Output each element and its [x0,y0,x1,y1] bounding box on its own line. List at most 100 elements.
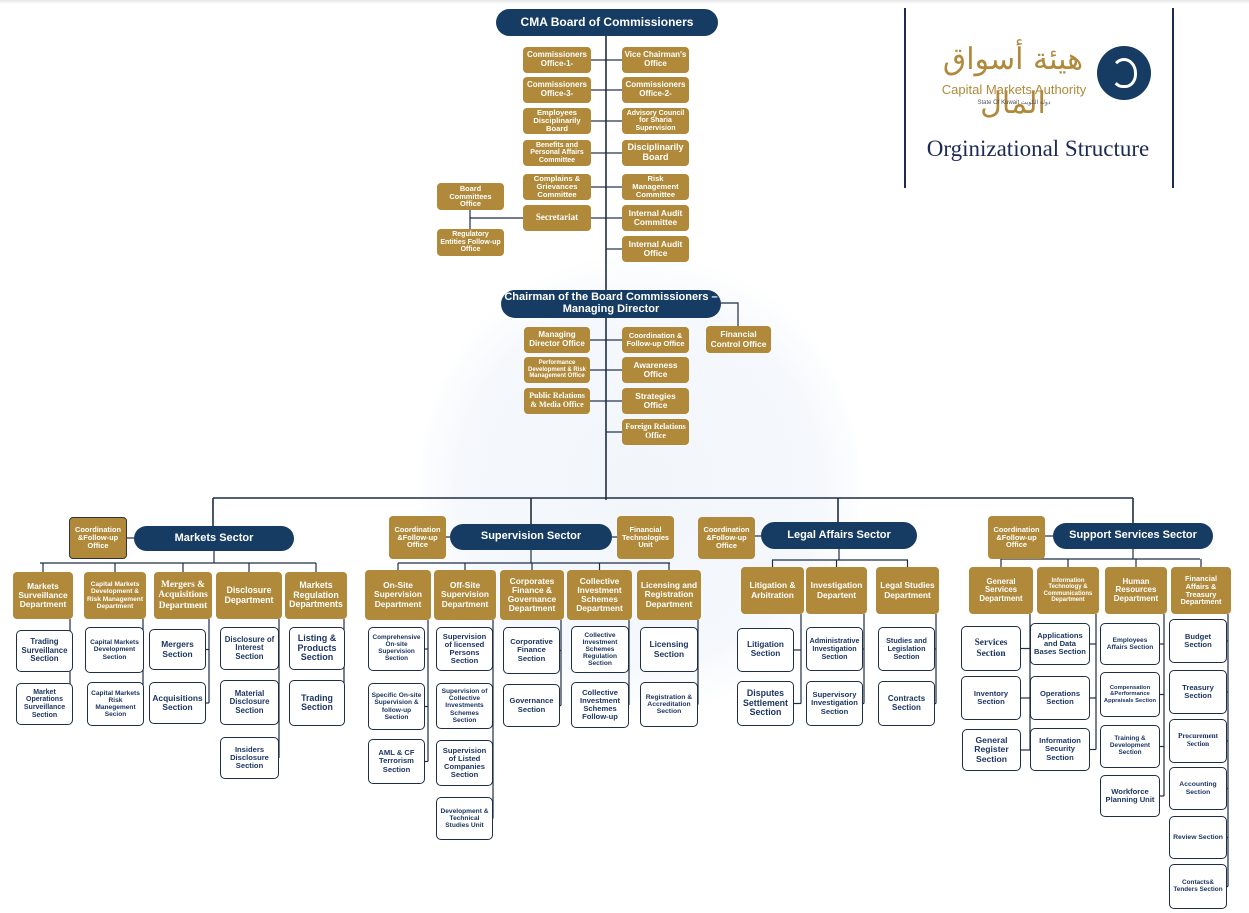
department-information-technology-communications-department: Information Technology & Communications … [1037,567,1099,614]
section-trading-surveillance-section: Trading Surveillance Section [16,630,73,672]
department-mergers-acquisitions-department: Mergers & Acquisitions Department [154,572,212,619]
section-contacts-tenders-section: Contacts& Tenders Section [1169,864,1227,909]
sector-1-side-financial-technologies-unit: Financial Technologies Unit [617,516,674,559]
board-title: CMA Board of Commissioners [496,9,718,36]
section-corporative-finance-section: Corporative Finance Section [503,627,560,674]
section-accounting-section: Accounting Section [1169,767,1227,810]
chairman-left-public-relations-media-office: Public Relations & Media Office [524,388,590,414]
page-title: Orginizational Structure [926,136,1150,161]
section-acquisitions-section: Acquisitions Section [149,682,206,724]
section-supervision-of-collective-investments-schemes-section: Supervision of Collective Investments Sc… [436,683,493,729]
section-workforce-planning-unit: Workforce Planning Unit [1100,775,1160,817]
section-disclosure-of-interest-section: Disclosure of Interest Section [220,627,279,670]
chairman-title: Chairman of the Board Commissioners – Ma… [501,290,721,318]
department-licensing-and-registration-department: Licensing and Registration Department [637,570,701,620]
department-human-resources-department: Human Resources Department [1105,567,1167,614]
chairman-right-strategies-office: Strategies Office [622,388,689,414]
department-investigation-departent: Investigation Departent [806,567,867,614]
connector [469,210,523,219]
board-left-commissioners-office-1: Commissioners Office-1- [523,47,591,73]
regulatory-entities-follow-up-office: Regulatory Entities Follow-up Office [437,229,504,256]
section-aml-cf-terrorism-section: AML & CF Terrorism Section [368,739,425,784]
section-material-disclosure-section: Material Disclosure Section [220,680,279,725]
section-supervision-of-licensed-persons-section: Supervision of licensed Persons Section [436,627,493,671]
sector-markets-sector: Markets Sector [134,526,294,551]
department-markets-regulation-departments: Markets Regulation Departments [285,572,347,619]
section-market-operations-surveillance-section: Market Operations Surveillance Section [16,683,73,725]
section-compensation-performance-appraisals-section: Compensation &Performance Appraisals Sec… [1100,672,1160,717]
board-right-internal-audit-office: Internal Audit Office [622,236,689,262]
chairman-left-performance-development-risk-management-office: Performance Development & Risk Managemen… [524,357,590,383]
chairman-right-awareness-office: Awareness Office [622,357,689,383]
section-mergers-section: Mergers Section [149,629,206,670]
chairman-left-managing-director-office: Managing Director Office [524,327,590,353]
department-off-site-supervision-department: Off-Site Supervision Department [434,570,496,620]
section-trading-section: Trading Section [289,680,345,726]
section-supervisory-investigation-section: Supervisory Investigation Section [806,681,863,726]
section-review-section: Review Section [1169,816,1227,859]
department-markets-surveillance-department: Markets Surveillance Department [13,572,73,619]
section-litigation-section: Litigation Section [737,628,794,672]
department-general-services-department: General Services Department [969,567,1033,614]
section-information-security-section: Information Security Section [1030,728,1090,771]
logo-divider-right [1172,8,1174,188]
section-registration-accreditation-section: Registration & Accreditation Section [640,682,698,727]
section-comprehensive-on-site-supervision-section: Comprehensive On-site Supervision Sectio… [368,627,425,671]
section-capital-markets-risk-manegement-secion: Capital Markets Risk Manegement Secion [87,682,144,726]
section-capital-markets-development-section: Capital Markets Development Section [85,627,144,673]
sector-3-side-coordination-follow-up-office: Coordination &Follow-up Office [988,516,1045,559]
board-left-benefits-and-personal-affairs-committee: Benefits and Personal Affairs Committee [523,140,591,166]
section-inventory-section: Inventory Section [961,676,1021,720]
logo-country-line: State Of Kuwait دولة الكويت [977,100,1051,106]
sector-supervision-sector: Supervision Sector [450,524,612,550]
section-specific-on-site-supervision-follow-up-section: Specific On-site Supervision & follow-up… [368,683,425,730]
section-administrative-investigation-section: Administrative Investigation Section [806,627,863,671]
department-on-site-supervision-department: On-Site Supervision Department [365,570,431,620]
board-left-complains-grievances-committee: Complains & Grievances Committee [523,174,591,200]
board-right-internal-audit-committee: Internal Audit Committee [622,205,689,231]
section-operations-section: Operations Section [1030,676,1090,720]
board-right-disciplinarily-board: Disciplinarily Board [622,140,689,166]
connector [721,302,739,326]
section-studies-and-legislation-section: Studies and Legislation Section [878,627,935,671]
logo-area: هيئة أسواق المال Capital Markets Authori… [904,8,1174,188]
logo-english-name: Capital Markets Authority [941,82,1087,97]
department-litigation-arbitration: Litigation & Arbitration [741,567,804,614]
board-left-employees-disciplinarily-board: Employees Disciplinarily Board [523,108,591,134]
section-procurement-section: Procurement Section [1169,719,1227,763]
logo-divider-left [904,8,906,188]
financial-control-office: Financial Control Office [706,326,771,353]
section-listing-products-section: Listing & Products Section [289,627,345,670]
sector-2-side-coordination-follow-up-office: Coordination &Follow-up Office [698,517,755,559]
board-right-commissioners-office-2: Commissioners Office-2- [622,77,689,103]
section-treasury-section: Treasury Section [1169,670,1227,714]
section-services-section: Services Section [961,626,1021,671]
sector-1-side-coordination-follow-up-office: Coordination &Follow-up Office [389,516,446,559]
department-disclosure-department: Disclosure Department [216,572,282,619]
section-applications-and-data-bases-section: Applications and Data Bases Section [1030,623,1090,665]
department-legal-studies-department: Legal Studies Department [876,567,939,614]
department-corporates-finance-governance-department: Corporates Finance & Governance Departme… [500,570,564,620]
section-governance-section: Governance Section [503,684,560,727]
section-general-register-section: General Register Section [962,729,1021,771]
department-financial-affairs-treasury-department: Financial Affairs & Treasury Department [1171,567,1231,614]
board-right-advisory-council-for-sharia-supervision: Advisory Council for Sharia Supervision [622,108,689,134]
section-insiders-disclosure-section: Insiders Disclosure Section [220,737,279,779]
board-committees-office: Board Committees Office [437,183,504,210]
section-licensing-section: Licensing Section [640,627,698,672]
section-development-technical-studies-unit: Development & Technical Studies Unit [436,797,493,840]
section-disputes-settlement-section: Disputes Settlement Section [737,681,794,726]
section-employees-affairs-section: Employees Affairs Section [1100,623,1160,665]
section-supervision-of-listed-companies-section: Supervision of Listed Companies Section [436,740,493,786]
cma-emblem-icon [1097,46,1151,100]
top-border [0,0,1249,4]
section-collective-investment-schemes-regulation-section: Collective Investment Schemes Regulation… [571,626,629,673]
chairman-right-foreign-relations-office: Foreign Relations Office [622,419,689,445]
board-right-vice-chairman-s-office: Vice Chairman's Office [622,47,689,73]
sector-legal-affairs-sector: Legal Affairs Sector [761,522,917,549]
logo-arabic-name: هيئة أسواق المال [942,42,1084,121]
section-contracts-section: Contracts Section [878,681,935,726]
sector-support-services-sector: Support Services Sector [1053,523,1213,549]
section-training-development-section: Training & Development Section [1100,725,1160,768]
